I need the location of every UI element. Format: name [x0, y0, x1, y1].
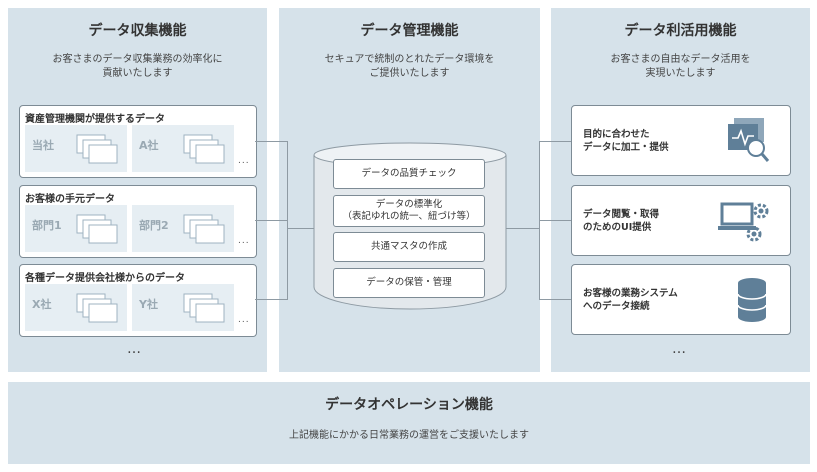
operations-panel: データオペレーション機能 上記機能にかかる日常業務の運営をご支援いたします	[8, 382, 810, 464]
connector-line	[539, 141, 571, 142]
documents-icon	[183, 293, 225, 323]
connector-line	[506, 228, 539, 229]
documents-icon	[76, 134, 118, 164]
documents-icon	[76, 214, 118, 244]
connector-line	[255, 299, 287, 300]
operations-description: 上記機能にかかる日常業務の運営をご支援いたします	[289, 430, 529, 441]
source-group-title: 資産管理機関が提供するデータ	[25, 114, 165, 125]
processing-provision-item: 目的に合わせた データに加工・提供	[571, 105, 791, 176]
source-group-title: 各種データ提供会社様からのデータ	[25, 273, 185, 284]
connector-line	[539, 220, 571, 221]
connector-line	[255, 220, 287, 221]
source-tile: 部門2	[132, 205, 234, 252]
management-title: データ管理機能	[360, 23, 459, 39]
management-description: セキュアで統制のとれたデータ環境を ご提供いたします	[324, 54, 495, 79]
connector-line	[287, 228, 314, 229]
ui-provision-item: データ閲覧・取得 のためのUI提供	[571, 185, 791, 256]
source-tile-label: X社	[32, 298, 52, 311]
source-group-vendors: 各種データ提供会社様からのデータ X社 Y社 ...	[19, 264, 257, 337]
standardization-item: データの標準化 （表記ゆれの統一、紐づけ等）	[333, 195, 485, 227]
source-group-inhouse: お客様の手元データ 部門1 部門2 ...	[19, 185, 257, 258]
source-tile: X社	[25, 284, 127, 331]
more-groups-ellipsis: …	[127, 341, 143, 357]
database-icon	[737, 278, 767, 322]
source-tile-label: 当社	[32, 139, 54, 152]
source-tile-label: A社	[139, 139, 159, 152]
source-tile-label: 部門1	[32, 219, 62, 232]
utilization-description: お客さまの自由なデータ活用を 実現いたします	[610, 54, 751, 79]
collection-description: お客さまのデータ収集業務の効率化に 貢献いたします	[52, 54, 223, 79]
document-analysis-icon	[728, 118, 770, 162]
documents-icon	[183, 134, 225, 164]
quality-check-item: データの品質チェック	[333, 159, 485, 189]
operations-title: データオペレーション機能	[325, 397, 493, 413]
source-tile: A社	[132, 125, 234, 172]
documents-icon	[76, 293, 118, 323]
more-sources-dots: ...	[238, 315, 250, 325]
collection-title: データ収集機能	[88, 23, 187, 39]
more-uses-ellipsis: …	[672, 341, 688, 357]
documents-icon	[183, 214, 225, 244]
source-group-title: お客様の手元データ	[25, 194, 115, 205]
source-tile-label: 部門2	[139, 219, 169, 232]
utilization-title: データ利活用機能	[624, 23, 737, 39]
connector-line	[287, 141, 288, 300]
connector-line	[539, 299, 571, 300]
source-tile: 当社	[25, 125, 127, 172]
more-sources-dots: ...	[238, 156, 250, 166]
source-tile: 部門1	[25, 205, 127, 252]
connector-line	[255, 141, 287, 142]
laptop-settings-icon	[718, 202, 769, 242]
storage-management-item: データの保管・管理	[333, 268, 485, 298]
common-master-item: 共通マスタの作成	[333, 232, 485, 262]
source-tile: Y社	[132, 284, 234, 331]
more-sources-dots: ...	[238, 236, 250, 246]
source-tile-label: Y社	[139, 298, 158, 311]
system-connection-item: お客様の業務システム へのデータ接続	[571, 264, 791, 335]
source-group-custodian: 資産管理機関が提供するデータ 当社 A社 ...	[19, 105, 257, 178]
